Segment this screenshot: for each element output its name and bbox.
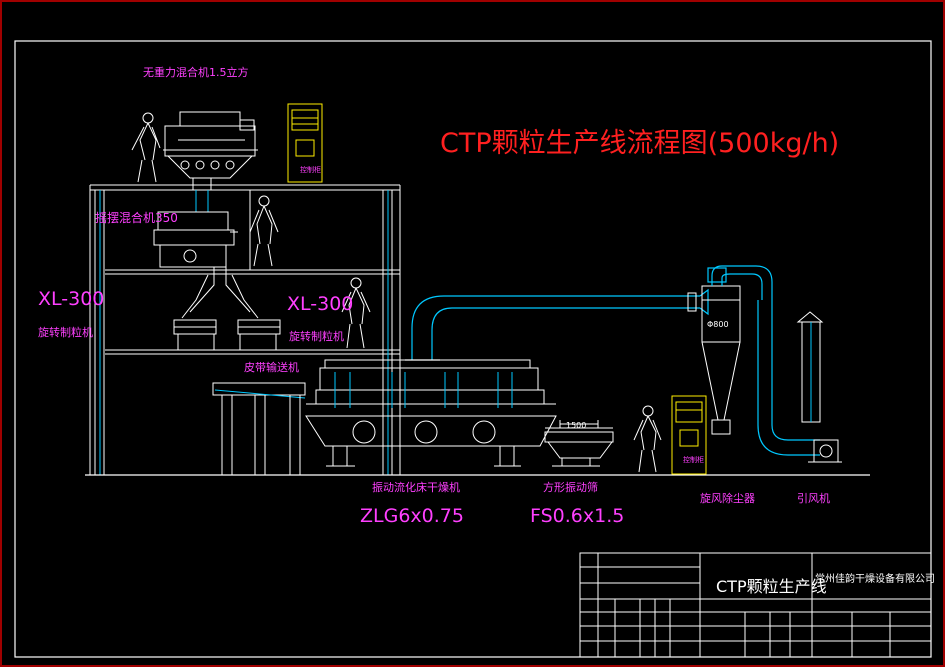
operator-figure-top — [131, 112, 161, 183]
label-gravity-free-mixer: 无重力混合机1.5立方 — [143, 65, 249, 79]
label-cyclone: 旋风除尘器 — [700, 491, 755, 505]
label-rocking-mixer: 摇摆混合机350 — [95, 210, 178, 225]
model-dryer: ZLG6x0.75 — [360, 505, 464, 527]
label-dryer: 振动流化床干燥机 — [372, 480, 460, 494]
belt-conveyor — [212, 382, 306, 475]
structure-columns-cyan — [99, 190, 389, 475]
cyclone-separator — [701, 285, 741, 435]
granulator-left — [173, 319, 217, 351]
y-split-chute — [181, 267, 259, 319]
operator-figure-right — [341, 277, 371, 349]
air-duct — [405, 288, 709, 361]
exhaust-stack — [796, 311, 842, 463]
control-cabinet-top — [287, 103, 323, 183]
operator-figure-mid — [249, 195, 279, 267]
model-granulator-left: XL-300 — [38, 288, 104, 310]
duct-flange — [687, 292, 697, 312]
operator-figure-ground — [633, 405, 662, 473]
rocking-mixer — [153, 211, 238, 268]
granulator-right — [237, 319, 281, 351]
dryer-ribs-cyan — [334, 372, 513, 408]
gravity-free-mixer — [163, 111, 258, 191]
model-granulator-right: XL-300 — [287, 293, 353, 315]
model-vibrating-screen: FS0.6x1.5 — [530, 505, 624, 527]
feed-chute-cyan — [195, 190, 209, 212]
title-block-drawing-name: CTP颗粒生产线 — [716, 577, 827, 596]
control-cabinet-ground — [671, 395, 707, 475]
cabinet-label-top: 控制柜 — [300, 165, 321, 174]
title-block-company: 常州佳韵干燥设备有限公司 — [815, 572, 935, 585]
cyclone-dimension: Φ800 — [707, 320, 729, 329]
label-granulator-right: 旋转制粒机 — [289, 329, 344, 343]
fluid-bed-dryer — [305, 359, 557, 467]
label-vibrating-screen: 方形振动筛 — [543, 480, 598, 494]
drawing-frame — [14, 40, 932, 658]
steel-structure — [89, 184, 401, 475]
title-block — [579, 552, 932, 658]
cabinet-label-ground: 控制柜 — [683, 455, 704, 464]
cyclone-outlet-pipe — [707, 265, 820, 456]
label-fan: 引风机 — [797, 491, 830, 505]
screen-dimension: 1500 — [566, 421, 586, 430]
diagram-title: CTP颗粒生产线流程图(500kg/h) — [440, 128, 839, 159]
label-granulator-left: 旋转制粒机 — [38, 325, 93, 339]
label-belt-conveyor: 皮带输送机 — [244, 360, 299, 374]
vibrating-screen — [544, 420, 614, 467]
